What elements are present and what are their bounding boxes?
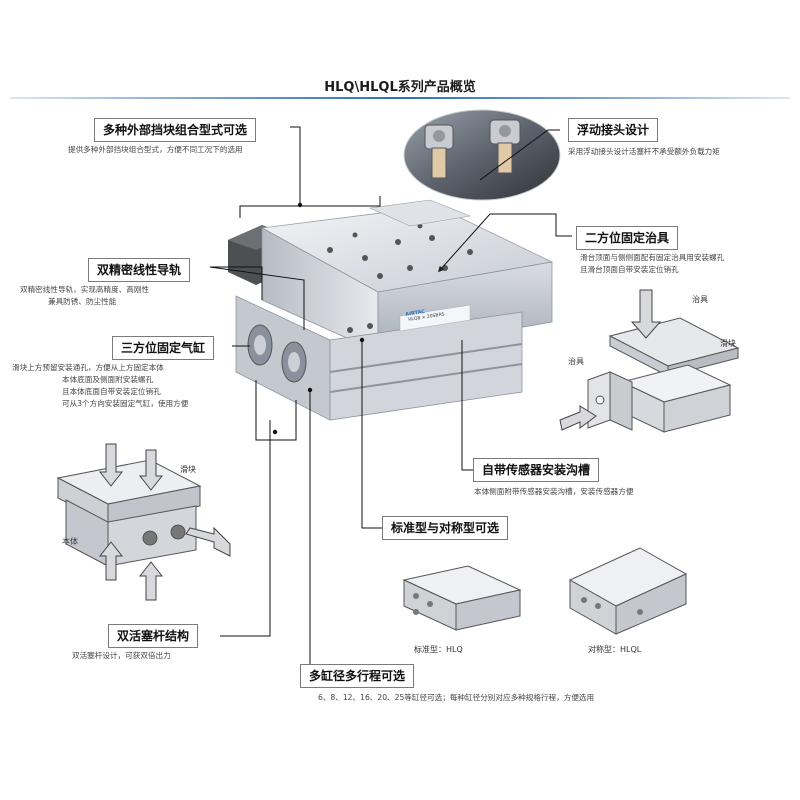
- feature-label-symmetric: 标准型与对称型可选: [382, 516, 509, 540]
- title-rule: [10, 97, 790, 99]
- leader-dots: [272, 202, 365, 435]
- feature-desc-three-fix-line1: 滑块上方预留安装通孔，方便从上方固定本体: [12, 363, 164, 372]
- main-cylinder: [228, 199, 554, 421]
- page-title: HLQ\HLQL系列产品概览: [324, 80, 476, 95]
- feature-desc-rail-line1: 双精密线性导轨，实现高精度、高刚性: [20, 285, 150, 294]
- feature-label-floating-joint: 浮动接头设计: [568, 118, 659, 142]
- feature-label-sensor: 自带传感器安装沟槽: [473, 458, 600, 482]
- feature-desc-three-fix-line4: 可从3个方向安装固定气缸，使用方便: [62, 399, 189, 408]
- feature-desc-two-fix-line1: 滑台顶面与侧侧面配有固定治具用安装螺孔: [580, 253, 725, 262]
- feature-desc-three-fix-line2: 本体底面及侧面附安装螺孔: [62, 375, 154, 384]
- feature-desc-two-fix-line2: 且滑台顶面自带安装定位销孔: [580, 265, 679, 274]
- feature-label-bore-stroke: 多缸径多行程可选: [300, 664, 415, 688]
- left-cylinder: [56, 443, 231, 601]
- feature-desc-rail-line2: 兼具防锈、防尘性能: [48, 297, 117, 306]
- feature-desc-block-combo: 提供多种外部挡块组合型式，方便不同工况下的选用: [68, 145, 243, 154]
- callout-body: 本体: [62, 537, 78, 546]
- floating-joint-photo: [403, 109, 561, 201]
- feature-desc-floating-joint: 采用浮动接头设计活塞杆不承受额外负载力矩: [568, 147, 720, 156]
- feature-label-dual-piston: 双活塞杆结构: [108, 624, 199, 648]
- feature-label-block-combo: 多种外部挡块组合型式可选: [94, 118, 257, 142]
- std-type-cylinder: [402, 565, 522, 631]
- feature-desc-sensor: 本体侧面附带传感器安装沟槽，安装传感器方便: [474, 487, 634, 496]
- callout-sym-type: 对称型：HLQL: [588, 645, 642, 654]
- callout-slide-left: 滑块: [180, 465, 196, 474]
- callout-std-type: 标准型：HLQ: [414, 645, 463, 654]
- feature-desc-three-fix-line3: 且本体底面自带安装定位销孔: [62, 387, 161, 396]
- feature-label-two-fix: 二方位固定治具: [576, 226, 679, 250]
- feature-desc-bore-stroke: 6、8、12、16、20、25等缸径可选；每种缸径分别对应多种规格行程，方便选用: [318, 693, 595, 702]
- feature-label-three-fix: 三方位固定气缸: [112, 336, 215, 360]
- sym-type-cylinder: [568, 547, 688, 635]
- callout-slide-right: 滑块: [720, 339, 736, 348]
- feature-desc-dual-piston: 双活塞杆设计，可获双倍出力: [72, 651, 171, 660]
- callout-jig-top: 治具: [692, 295, 708, 304]
- callout-jig-side: 治具: [568, 357, 584, 366]
- leader-lines: [209, 126, 572, 677]
- feature-label-rail: 双精密线性导轨: [88, 258, 191, 282]
- jig-diagram: [559, 289, 740, 433]
